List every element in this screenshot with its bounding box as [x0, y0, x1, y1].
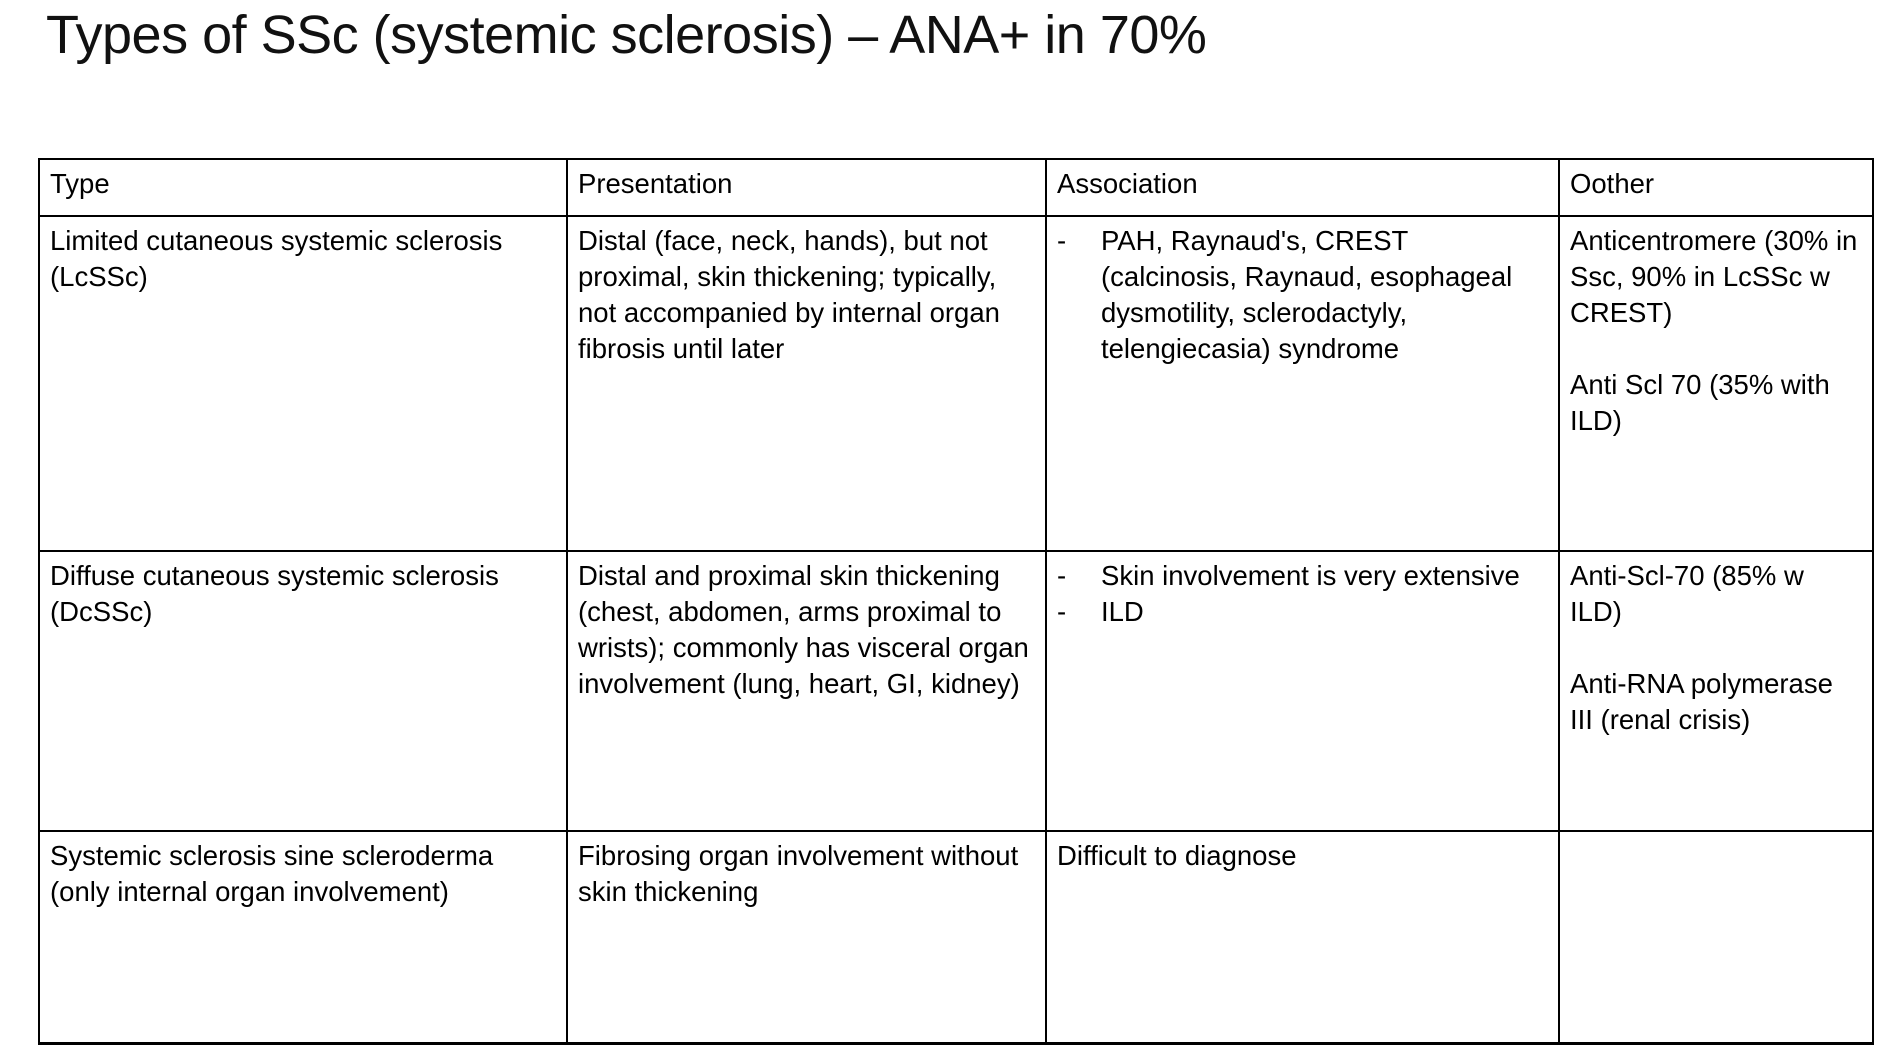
table-row-diffuse-cutaneous: Diffuse cutaneous systemic sclerosis (Dc… [38, 550, 1874, 832]
cell-association: Difficult to diagnose [1045, 830, 1560, 1044]
bullet-text: Skin involvement is very extensive [1101, 560, 1520, 591]
association-bullet: - ILD [1057, 594, 1544, 630]
column-header-presentation: Presentation [566, 158, 1047, 217]
bullet-text: PAH, Raynaud's, CREST (calcinosis, Rayna… [1101, 225, 1513, 364]
cell-type: Diffuse cutaneous systemic sclerosis (Dc… [38, 550, 568, 832]
other-paragraph: Anti-Scl-70 (85% w ILD) [1570, 560, 1804, 627]
column-header-association: Association [1045, 158, 1560, 217]
cell-association: - Skin involvement is very extensive - I… [1045, 550, 1560, 832]
cell-other [1558, 830, 1874, 1044]
cell-other: Anti-Scl-70 (85% w ILD) Anti-RNA polymer… [1558, 550, 1874, 832]
cell-type: Systemic sclerosis sine scleroderma (onl… [38, 830, 568, 1044]
column-header-other: Oother [1558, 158, 1874, 217]
bullet-dash: - [1057, 560, 1067, 591]
other-paragraph: Anticentromere (30% in Ssc, 90% in LcSSc… [1570, 225, 1858, 328]
column-header-type: Type [38, 158, 568, 217]
cell-presentation: Distal and proximal skin thickening (che… [566, 550, 1047, 832]
cell-other: Anticentromere (30% in Ssc, 90% in LcSSc… [1558, 215, 1874, 552]
slide-title: Types of SSc (systemic sclerosis) – ANA+… [46, 5, 1207, 65]
bullet-text: ILD [1101, 596, 1144, 627]
association-bullet: - Skin involvement is very extensive [1057, 558, 1544, 594]
cell-presentation: Fibrosing organ involvement without skin… [566, 830, 1047, 1044]
cell-association: - PAH, Raynaud's, CREST (calcinosis, Ray… [1045, 215, 1560, 552]
table-header-row: Type Presentation Association Oother [38, 158, 1874, 217]
table-row-sine-scleroderma: Systemic sclerosis sine scleroderma (onl… [38, 830, 1874, 1044]
bullet-dash: - [1057, 225, 1067, 256]
bullet-dash: - [1057, 596, 1067, 627]
other-paragraph: Anti Scl 70 (35% with ILD) [1570, 369, 1830, 436]
cell-presentation: Distal (face, neck, hands), but not prox… [566, 215, 1047, 552]
other-paragraph: Anti-RNA polymerase III (renal crisis) [1570, 668, 1833, 735]
association-bullet: - PAH, Raynaud's, CREST (calcinosis, Ray… [1057, 223, 1544, 367]
ssc-types-table: Type Presentation Association Oother Lim… [38, 158, 1874, 1045]
cell-type: Limited cutaneous systemic sclerosis (Lc… [38, 215, 568, 552]
table-row-limited-cutaneous: Limited cutaneous systemic sclerosis (Lc… [38, 215, 1874, 552]
